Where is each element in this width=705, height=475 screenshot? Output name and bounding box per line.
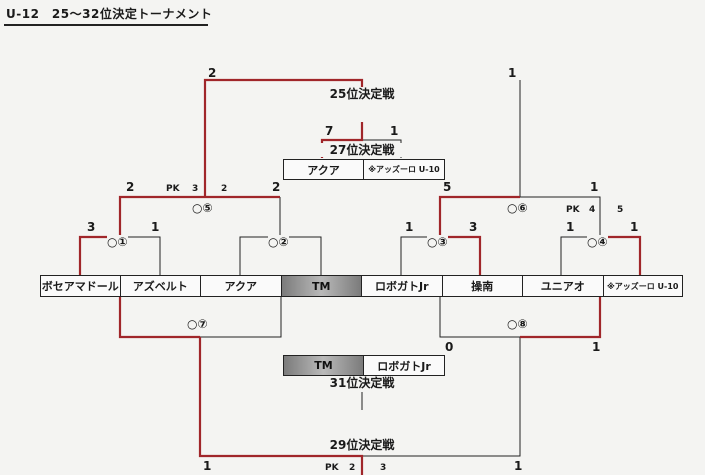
pk-m6-right: 5 [617, 205, 624, 215]
score-m8-left: 0 [445, 340, 454, 354]
winner-m4 [600, 235, 642, 275]
score-r27-right: 1 [390, 124, 399, 138]
winner-r29-left [198, 337, 364, 475]
score-m3-right: 3 [469, 220, 478, 234]
sheet-title: U-12 25〜32位決定トーナメント [6, 7, 213, 21]
winner-m8 [520, 295, 602, 339]
match-31-left: TM [284, 356, 364, 375]
pk-m5-left: 3 [192, 184, 199, 194]
winner-m7 [118, 295, 200, 339]
match-27-right: ※アッズーロ U-10 [368, 165, 440, 174]
team-tm: TM [281, 276, 362, 296]
score-m4-right: 1 [630, 220, 639, 234]
plain-lines [120, 80, 601, 457]
team-aqua: アクア [201, 276, 282, 296]
round-title-25: 25位決定戦 [300, 87, 424, 101]
line-r29-right [362, 337, 521, 457]
round-title-31: 31位決定戦 [320, 376, 404, 390]
score-r25-right: 1 [508, 66, 517, 80]
winner-m6-left [438, 195, 520, 237]
winner-m5-left [118, 195, 280, 237]
match-label-5: ○⑤ [192, 201, 213, 215]
pk-label-r29: PK [325, 463, 339, 473]
line-m1-right [120, 236, 161, 275]
score-r29-left: 1 [203, 459, 212, 473]
winner-m1 [78, 235, 120, 275]
match-label-4: ○④ [587, 235, 608, 249]
pk-r29-right: 3 [380, 463, 387, 473]
score-r25-left: 2 [208, 66, 217, 80]
score-m1-right: 1 [151, 220, 160, 234]
team-robogato: ロボガトJr [362, 276, 443, 296]
line-m7-right [200, 295, 282, 338]
team-bosea: ボセアマドール [41, 276, 121, 296]
score-m5-right: 2 [272, 180, 281, 194]
score-r27-left: 7 [325, 124, 334, 138]
winner-m3 [440, 235, 482, 275]
team-azbelt: アズベルト [121, 276, 201, 296]
pk-m6-left: 4 [589, 205, 596, 215]
match-label-2: ○② [268, 235, 289, 249]
round-title-27: 27位決定戦 [320, 143, 404, 157]
match-31-box: TM ロボガトJr [283, 355, 445, 376]
match-label-3: ○③ [427, 235, 448, 249]
team-uniao: ユニアオ [523, 276, 604, 296]
score-m3-left: 1 [405, 220, 414, 234]
team-sonan: 操南 [443, 276, 523, 296]
match-label-8: ○⑧ [507, 317, 528, 331]
score-m6-right: 1 [590, 180, 599, 194]
match-label-6: ○⑥ [507, 201, 528, 215]
pk-label-m5: PK [166, 184, 180, 194]
score-m8-right: 1 [592, 340, 601, 354]
match-31-right: ロボガトJr [377, 359, 431, 373]
match-label-7: ○⑦ [187, 317, 208, 331]
pk-m5-right: 2 [221, 184, 228, 194]
round-title-29: 29位決定戦 [300, 438, 424, 452]
match-label-1: ○① [107, 235, 128, 249]
line-m6-right [520, 196, 601, 237]
pk-label-m6: PK [566, 205, 580, 215]
score-m4-left: 1 [566, 220, 575, 234]
line-m8-left [439, 295, 520, 338]
score-m5-left: 2 [126, 180, 135, 194]
title-underline [4, 24, 208, 26]
team-row: ボセアマドール アズベルト アクア TM ロボガトJr 操南 ユニアオ ※アッズ… [40, 275, 683, 297]
score-m1-left: 3 [87, 220, 96, 234]
pk-r29-left: 2 [349, 463, 356, 473]
match-27-box: アクア ※アッズーロ U-10 [283, 159, 445, 180]
score-r29-right: 1 [514, 459, 523, 473]
score-m6-left: 5 [443, 180, 452, 194]
team-azzurro: ※アッズーロ U-10 [606, 281, 679, 291]
match-27-left: アクア [284, 160, 364, 179]
